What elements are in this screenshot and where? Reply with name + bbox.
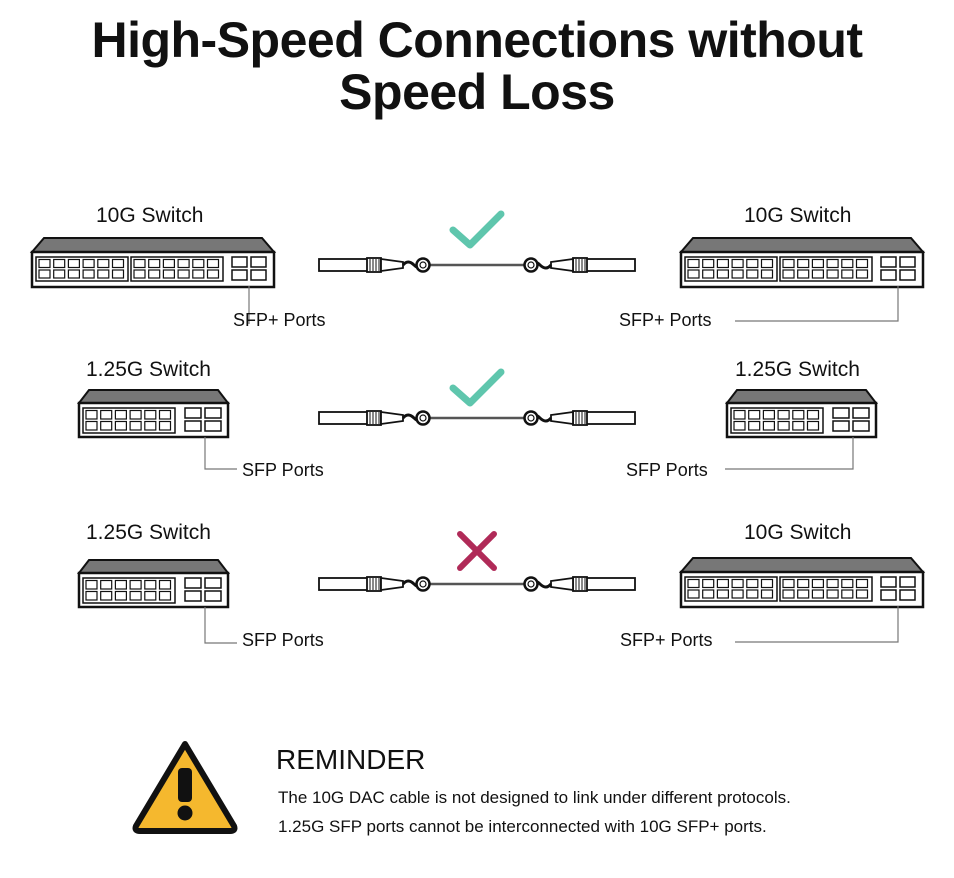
reminder-title: REMINDER bbox=[276, 744, 426, 775]
reminder-line-2: 1.25G SFP ports cannot be interconnected… bbox=[278, 817, 767, 836]
leader-line bbox=[735, 606, 899, 643]
right-switch-label: 1.25G Switch bbox=[735, 358, 860, 381]
sfp-plus-ports bbox=[880, 256, 916, 281]
dac-cable bbox=[318, 257, 636, 273]
leader-line bbox=[204, 437, 237, 470]
left-ports-label: SFP Ports bbox=[242, 460, 324, 480]
left-switch-label: 1.25G Switch bbox=[86, 358, 211, 381]
page-title: High-Speed Connections without Speed Los… bbox=[0, 14, 954, 118]
check-icon bbox=[449, 368, 505, 407]
left-ports-label: SFP+ Ports bbox=[233, 310, 326, 330]
rj45-port-block bbox=[35, 256, 224, 282]
left-switch-125g bbox=[76, 559, 231, 609]
cross-icon bbox=[457, 531, 497, 571]
left-switch-label: 10G Switch bbox=[96, 204, 204, 227]
left-switch-10g bbox=[29, 237, 277, 289]
dac-cable bbox=[318, 410, 636, 426]
right-ports-label: SFP Ports bbox=[626, 460, 708, 480]
sfp-ports bbox=[184, 577, 222, 602]
right-ports-label: SFP+ Ports bbox=[619, 310, 712, 330]
check-icon bbox=[449, 210, 505, 249]
right-switch-label: 10G Switch bbox=[744, 521, 852, 544]
left-switch-label: 1.25G Switch bbox=[86, 521, 211, 544]
rj45-port-block bbox=[684, 576, 873, 602]
rj45-port-block bbox=[82, 577, 176, 604]
left-ports-label: SFP Ports bbox=[242, 630, 324, 650]
rj45-port-block bbox=[684, 256, 873, 282]
sfp-plus-ports bbox=[880, 576, 916, 601]
warning-icon bbox=[132, 741, 238, 834]
title-line-1: High-Speed Connections without bbox=[91, 12, 863, 68]
sfp-ports bbox=[832, 407, 870, 432]
title-line-2: Speed Loss bbox=[339, 64, 615, 120]
leader-line bbox=[204, 607, 237, 644]
right-ports-label: SFP+ Ports bbox=[620, 630, 713, 650]
sfp-plus-ports bbox=[231, 256, 267, 281]
right-switch-10g bbox=[678, 557, 926, 609]
rj45-port-block bbox=[730, 407, 824, 434]
reminder-line-1: The 10G DAC cable is not designed to lin… bbox=[278, 788, 791, 807]
leader-line bbox=[725, 437, 854, 470]
dac-cable bbox=[318, 576, 636, 592]
left-switch-125g bbox=[76, 389, 231, 439]
right-switch-125g bbox=[724, 389, 879, 439]
rj45-port-block bbox=[82, 407, 176, 434]
leader-line bbox=[248, 286, 250, 324]
sfp-ports bbox=[184, 407, 222, 432]
right-switch-label: 10G Switch bbox=[744, 204, 852, 227]
leader-line bbox=[735, 286, 899, 322]
right-switch-10g bbox=[678, 237, 926, 289]
